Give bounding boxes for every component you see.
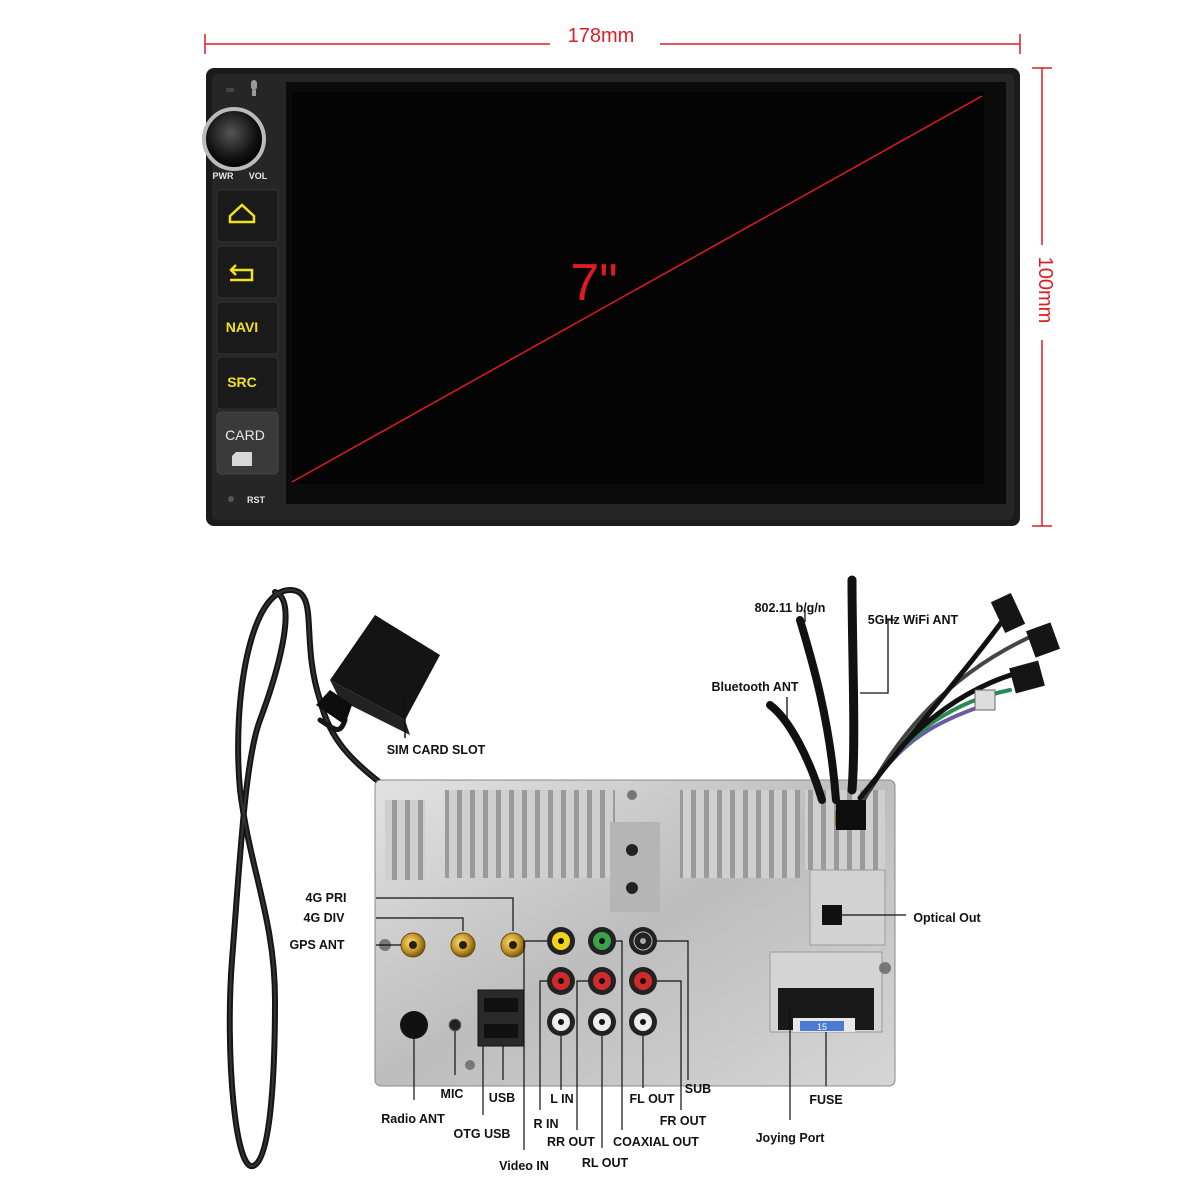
optical-out-label: Optical Out: [913, 911, 981, 925]
radio-ant-label: Radio ANT: [381, 1112, 445, 1126]
vol-label: VOL: [249, 171, 268, 181]
coaxial-out-label: COAXIAL OUT: [613, 1135, 699, 1149]
joying-port-label: Joying Port: [756, 1131, 826, 1145]
usb-ports: [477, 989, 525, 1047]
wire-harness: [766, 575, 1047, 828]
navi-button[interactable]: NAVI: [216, 301, 279, 355]
sd-card-icon: [232, 452, 252, 466]
r-in-label: R IN: [534, 1117, 559, 1131]
screen-size-label: 7": [570, 254, 617, 312]
src-button[interactable]: SRC: [216, 356, 279, 410]
left-leaders: [376, 897, 514, 946]
antenna-socket: [836, 800, 866, 830]
4g-pri-port: [500, 932, 526, 958]
navi-label: NAVI: [226, 319, 258, 335]
card-slot[interactable]: CARD: [216, 411, 279, 475]
mic-label: MIC: [441, 1087, 464, 1101]
rst-label: RST: [247, 495, 266, 505]
bottom-leaders: [413, 940, 689, 1150]
height-label: 100mm: [1034, 257, 1056, 324]
otg-usb-label: OTG USB: [454, 1127, 511, 1141]
joying-port: 15: [778, 988, 874, 1032]
4g-div-label: 4G DIV: [304, 911, 346, 925]
gps-antenna-port: [400, 932, 426, 958]
pwr-label: PWR: [213, 171, 234, 181]
home-button[interactable]: [216, 189, 279, 243]
sim-card-slot-label: SIM CARD SLOT: [387, 743, 486, 757]
mic-port: [448, 1018, 462, 1032]
optical-out-port: [822, 905, 842, 925]
4g-div-port: [450, 932, 476, 958]
wifi-5ghz-label: 5GHz WiFi ANT: [868, 613, 959, 627]
radio-antenna-port: [400, 1011, 428, 1039]
4g-pri-label: 4G PRI: [306, 891, 347, 905]
rca-panel: [547, 927, 657, 1036]
rl-out-label: RL OUT: [582, 1156, 629, 1170]
wifi-5ghz-leader: [860, 619, 895, 694]
head-unit-front: 7" PWR VOL NAVI SRC: [202, 68, 1020, 526]
usb-label: USB: [489, 1091, 515, 1105]
back-arrow-icon: [229, 264, 254, 282]
wifi-standard-label: 802.11 b/g/n: [755, 601, 826, 615]
home-icon: [228, 203, 256, 224]
reset-button[interactable]: [228, 496, 234, 502]
right-leaders: [789, 914, 906, 1120]
video-in-label: Video IN: [499, 1159, 549, 1173]
bluetooth-label: Bluetooth ANT: [711, 680, 798, 694]
fr-out-label: FR OUT: [660, 1114, 707, 1128]
fl-out-label: FL OUT: [630, 1092, 675, 1106]
l-in-label: L IN: [550, 1092, 573, 1106]
gps-ant-label: GPS ANT: [289, 938, 344, 952]
fuse-text: 15: [817, 1022, 827, 1032]
sub-label: SUB: [685, 1082, 711, 1096]
src-label: SRC: [227, 374, 257, 390]
back-button[interactable]: [216, 245, 279, 299]
fuse-label: FUSE: [809, 1093, 842, 1107]
microphone-icon: [251, 80, 257, 96]
card-label: CARD: [225, 427, 265, 443]
diagonal-line: [291, 95, 983, 483]
width-label: 178mm: [568, 25, 635, 47]
power-volume-knob[interactable]: [202, 107, 266, 171]
rr-out-label: RR OUT: [547, 1135, 595, 1149]
harness-connectors: [974, 592, 1061, 711]
